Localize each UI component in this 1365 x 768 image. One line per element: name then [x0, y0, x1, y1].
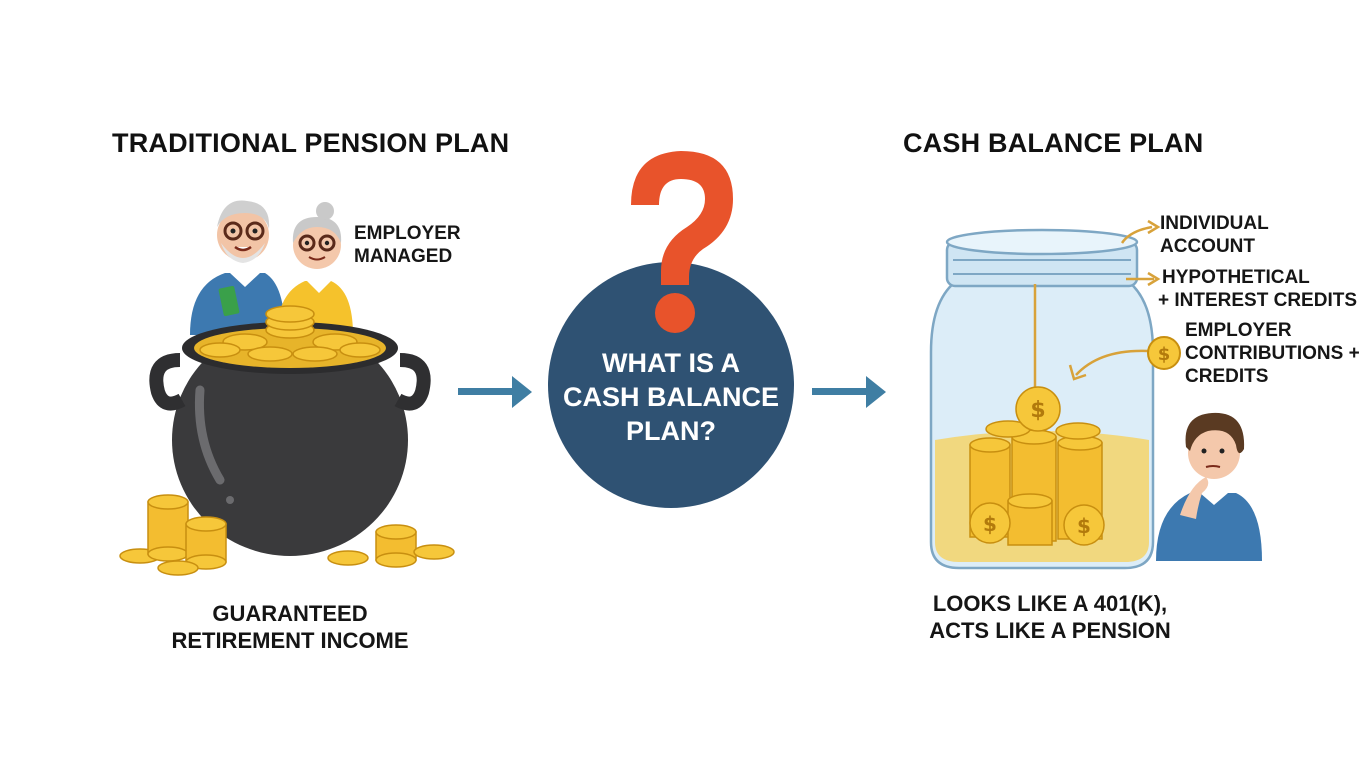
- right-arrow-right-icon: [812, 376, 886, 408]
- circle-question-text: WHAT IS A CASH BALANCE PLAN?: [563, 348, 779, 446]
- thinking-man-icon: [1156, 412, 1262, 561]
- svg-text:$: $: [1077, 514, 1091, 538]
- annotation-employer-contributions: EMPLOYER CONTRIBUTIONS + CREDITS: [1185, 320, 1360, 387]
- question-mark-icon: [631, 151, 733, 333]
- employer-managed-label: EMPLOYER MANAGED: [354, 223, 461, 267]
- svg-text:$: $: [1030, 398, 1045, 423]
- dollar-coin-icon: $: [1147, 336, 1181, 370]
- guaranteed-income-caption: GUARANTEED RETIREMENT INCOME: [171, 601, 409, 653]
- black-pot-icon: [149, 305, 431, 556]
- left-title: TRADITIONAL PENSION PLAN: [112, 128, 510, 158]
- coin-stack-icon: $ $ $: [969, 386, 1105, 546]
- right-arrow-left-icon: [458, 376, 532, 408]
- svg-text:$: $: [983, 512, 997, 536]
- annotation-individual-account: INDIVIDUAL ACCOUNT: [1160, 213, 1269, 257]
- right-title: CASH BALANCE PLAN: [903, 128, 1204, 158]
- elderly-couple-icon: [190, 200, 353, 335]
- annotation-interest-credits: HYPOTHETICAL + INTEREST CREDITS: [1158, 267, 1357, 311]
- annotation-arrows: [1068, 219, 1161, 381]
- gold-coins-icon: [119, 494, 455, 576]
- right-caption: LOOKS LIKE A 401(K), ACTS LIKE A PENSION: [929, 591, 1171, 643]
- svg-text:$: $: [1158, 344, 1171, 365]
